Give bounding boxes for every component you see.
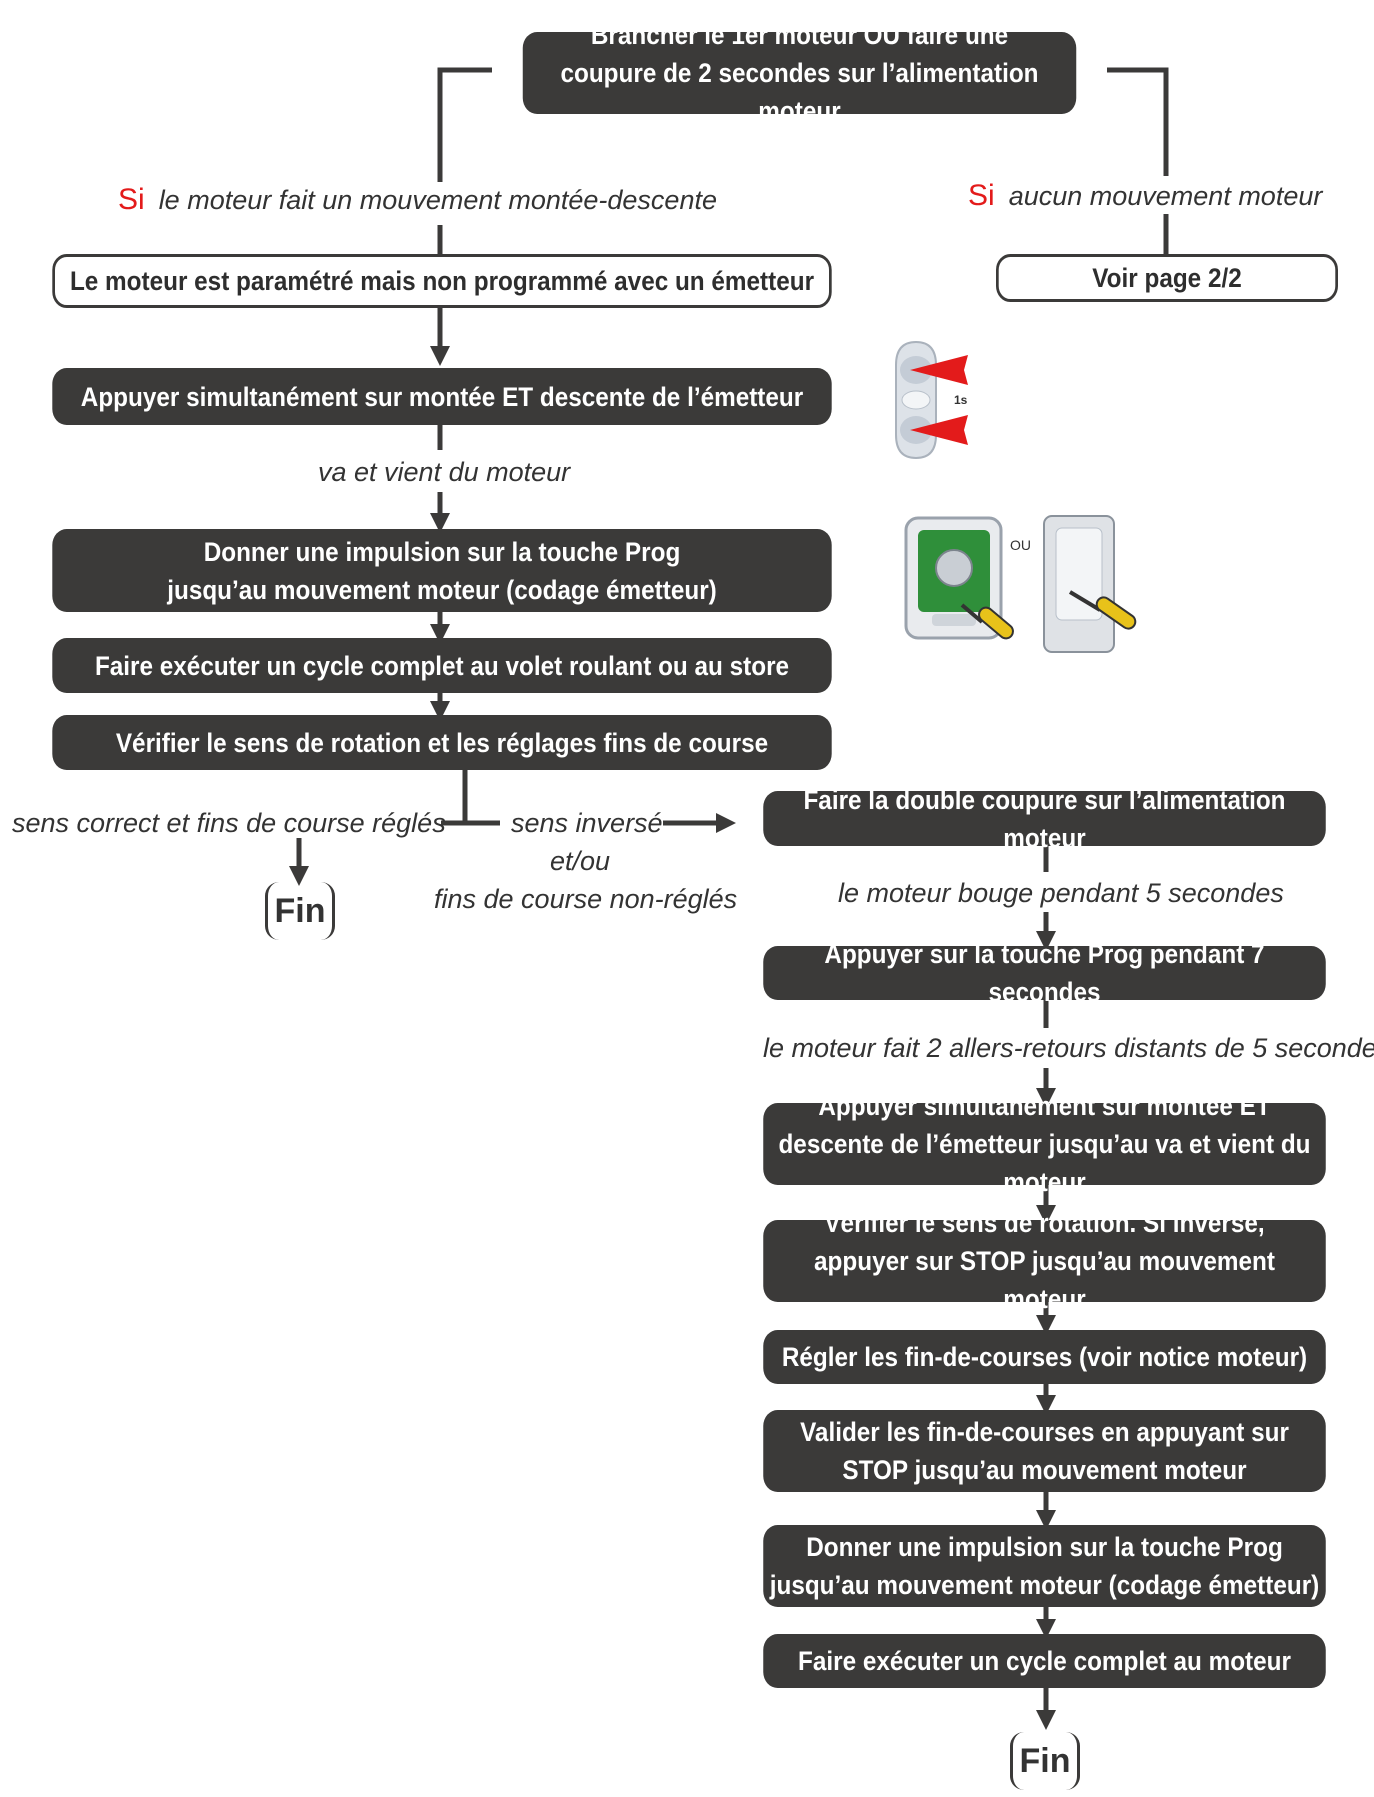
condition-text: le moteur fait un mouvement montée-desce…	[158, 185, 717, 215]
remote-updown-illustration: 1s	[895, 340, 968, 460]
step-press-both-until: Appuyer simultanément sur montée ET desc…	[763, 1091, 1326, 1197]
branch-left-connector	[437, 67, 492, 182]
label-back-and-forth: va et vient du moteur	[318, 457, 571, 487]
condition-moves-up-down: Si le moteur fait un mouvement montée-des…	[118, 183, 717, 217]
screwdriver-icon	[1068, 590, 1137, 630]
step-see-page: Voir page 2/2	[996, 254, 1338, 302]
si-marker: Si	[968, 179, 995, 212]
step-full-cycle-shutter: Faire exécuter un cycle complet au volet…	[52, 638, 832, 693]
closed-transmitter-icon	[1043, 515, 1115, 653]
step-set-limits: Régler les fin-de-courses (voir notice m…	[763, 1330, 1326, 1384]
step-validate-limits: Valider les fin-de-courses en appuyant s…	[763, 1410, 1326, 1492]
step-prog-impulse: Donner une impulsion sur la touche Prog …	[52, 529, 832, 612]
condition-no-movement: Si aucun mouvement moteur	[968, 179, 1322, 213]
press-duration-label: 1s	[954, 393, 968, 407]
step-check-rotation-stop: Vérifier le sens de rotation. Si inversé…	[763, 1208, 1326, 1314]
red-arrow-up-icon	[910, 355, 968, 385]
label-correct-direction: sens correct et fins de course réglés	[12, 808, 446, 838]
label-two-round-trips: le moteur fait 2 allers-retours distants…	[763, 1033, 1374, 1063]
or-label: OU	[1010, 537, 1031, 553]
label-reversed: sens inversé	[511, 808, 663, 838]
step-check-rotation: Vérifier le sens de rotation et les régl…	[52, 715, 832, 770]
prog-button-illustration: OU	[904, 515, 1137, 653]
si-marker: Si	[118, 183, 145, 216]
condition-text: aucun mouvement moteur	[1008, 181, 1323, 211]
step-connect-motor: Brancher le 1er moteur OU faire une coup…	[522, 20, 1077, 126]
step-prog-7s: Appuyer sur la touche Prog pendant 7 sec…	[763, 939, 1326, 1007]
end-marker-right: Fin	[1010, 1732, 1080, 1790]
branch-right-connector	[1107, 67, 1169, 176]
step-double-cut: Faire la double coupure sur l’alimentati…	[763, 785, 1326, 853]
label-limits-not-set: fins de course non-réglés	[434, 884, 738, 914]
step-full-cycle-motor: Faire exécuter un cycle complet au moteu…	[763, 1634, 1326, 1688]
step-press-both: Appuyer simultanément sur montée ET desc…	[52, 368, 832, 425]
end-marker-left: Fin	[265, 882, 335, 940]
stop-button-icon	[901, 390, 931, 410]
step-not-programmed: Le moteur est paramétré mais non program…	[52, 254, 832, 308]
step-prog-impulse-2: Donner une impulsion sur la touche Prog …	[763, 1525, 1326, 1607]
open-transmitter-icon	[904, 516, 1003, 640]
screwdriver-icon	[960, 603, 1014, 640]
label-moves-5s: le moteur bouge pendant 5 secondes	[838, 878, 1284, 908]
red-arrow-down-icon	[910, 415, 968, 445]
label-and-or: et/ou	[550, 846, 611, 876]
